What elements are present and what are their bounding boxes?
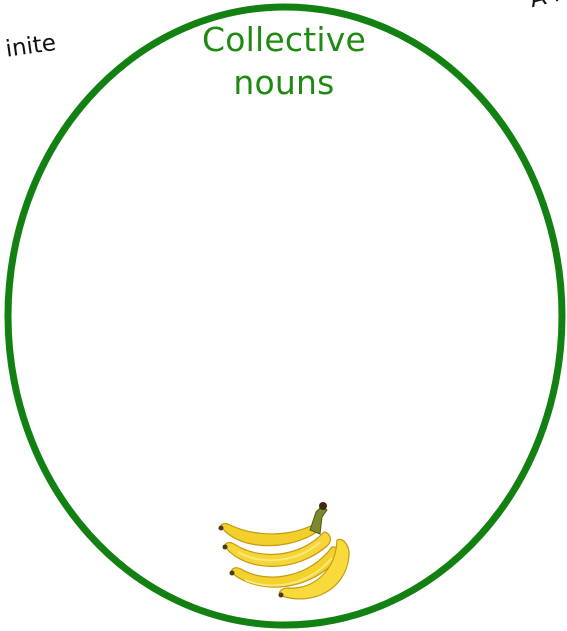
circle-title: Collective nouns xyxy=(183,18,385,104)
circle-title-line1: Collective xyxy=(183,18,385,61)
circle-title-line2: nouns xyxy=(183,61,385,104)
banana-bunch-icon xyxy=(219,502,350,599)
